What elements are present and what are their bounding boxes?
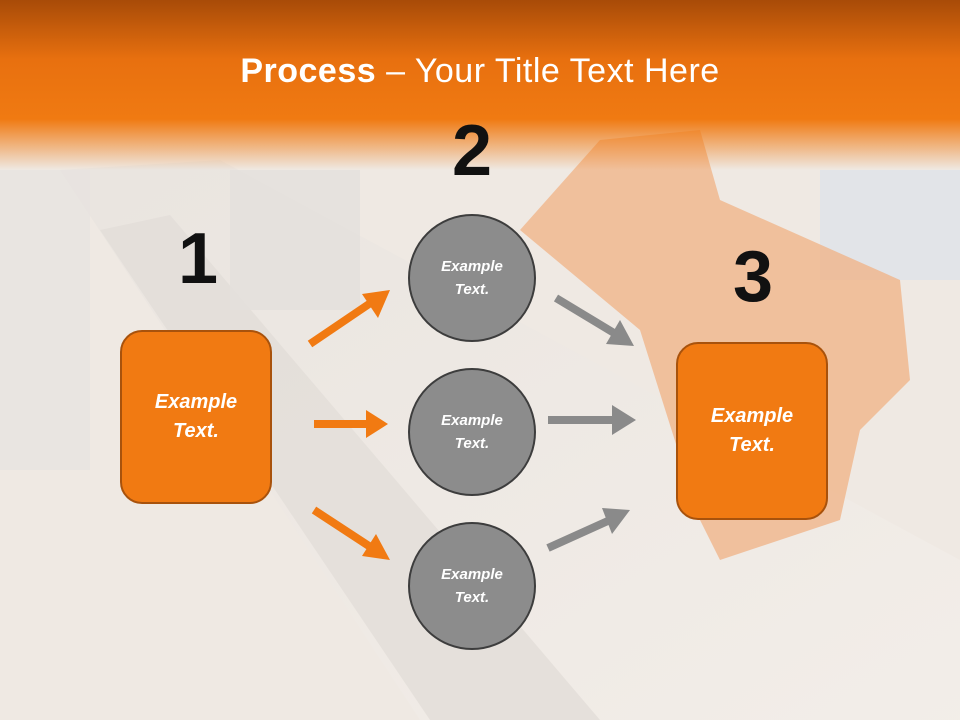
left-box-line2: Text.: [173, 420, 219, 442]
right-box-line2: Text.: [729, 434, 775, 456]
orange-arrow-up: [307, 290, 390, 348]
circle-top-line1: Example: [441, 258, 503, 275]
orange-arrow-middle: [314, 410, 388, 438]
gray-arrow-top: [553, 294, 634, 346]
circle-bottom: Example Text.: [408, 522, 536, 650]
gray-arrow-middle: [548, 405, 636, 435]
slide-title: Process – Your Title Text Here: [0, 52, 960, 91]
step-number-3: 3: [732, 237, 774, 317]
title-bold: Process: [240, 52, 377, 90]
circle-middle-line1: Example: [441, 412, 503, 429]
circle-top: Example Text.: [408, 214, 536, 342]
left-process-box: Example Text.: [120, 330, 272, 504]
gray-arrow-bottom: [546, 508, 630, 552]
step-number-2: 2: [451, 111, 493, 191]
circle-middle: Example Text.: [408, 368, 536, 496]
right-box-line1: Example: [710, 405, 794, 427]
left-box-line1: Example: [154, 391, 238, 413]
title-rest: – Your Title Text Here: [376, 52, 720, 90]
right-process-box: Example Text.: [676, 342, 828, 520]
step-number-1: 1: [177, 219, 219, 299]
circle-middle-line2: Text.: [454, 435, 490, 452]
header-band: [0, 0, 960, 170]
circle-bottom-line2: Text.: [454, 589, 490, 606]
orange-arrow-down: [311, 506, 390, 560]
circle-top-line2: Text.: [454, 281, 490, 298]
circle-bottom-line1: Example: [441, 566, 503, 583]
